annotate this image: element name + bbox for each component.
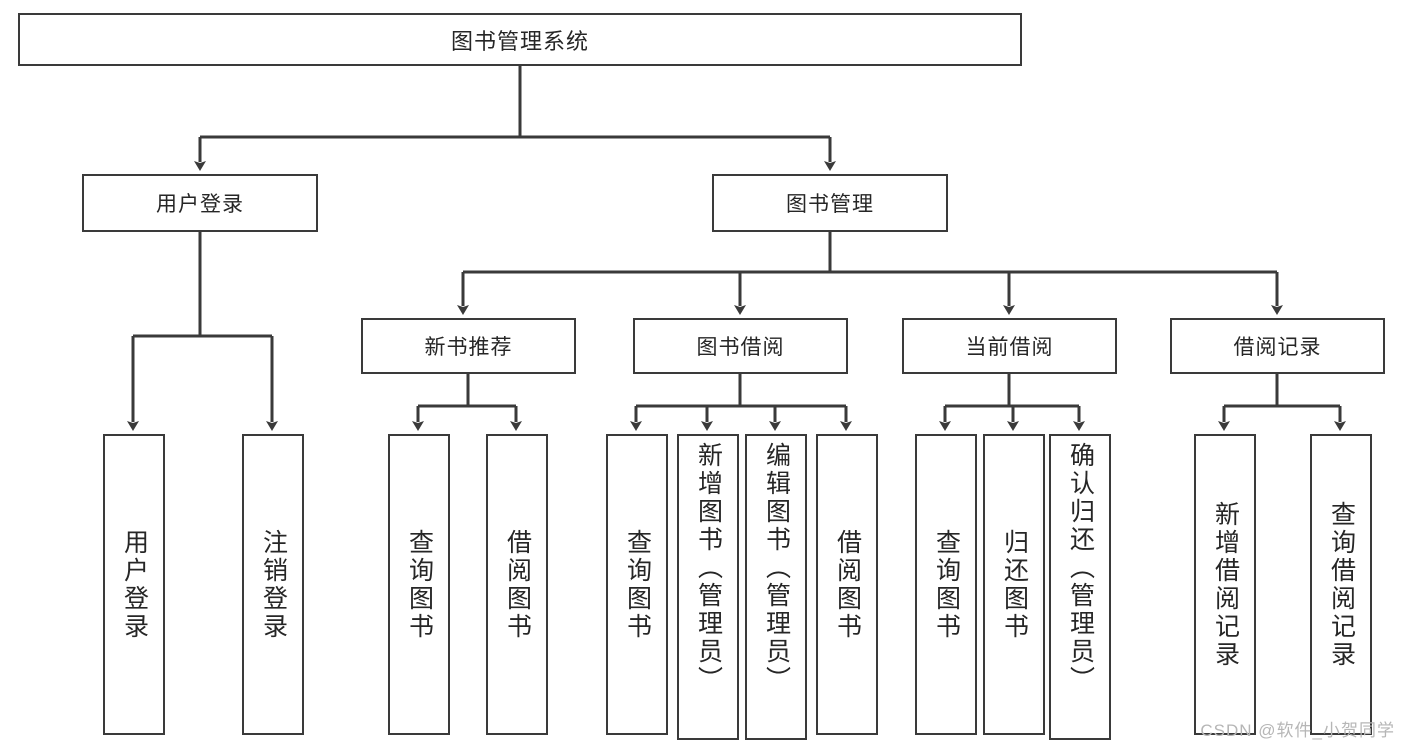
node-root-system[interactable]: 图书管理系统 [18,13,1022,66]
leaf-record-add-record[interactable]: 新增借阅记录 [1194,434,1256,735]
leaf-user-login-do-login[interactable]: 用户登录 [103,434,165,735]
leaf-recommend-query-book[interactable]: 查询图书 [388,434,450,735]
node-user-login[interactable]: 用户登录 [82,174,318,232]
node-current-borrow[interactable]: 当前借阅 [902,318,1117,374]
leaf-borrow-add-book-admin[interactable]: 新增图书（管理员） [677,434,739,740]
leaf-borrow-query-book[interactable]: 查询图书 [606,434,668,735]
leaf-current-return-book[interactable]: 归还图书 [983,434,1045,735]
leaf-record-query-record[interactable]: 查询借阅记录 [1310,434,1372,735]
node-book-management[interactable]: 图书管理 [712,174,948,232]
leaf-borrow-edit-book-admin[interactable]: 编辑图书（管理员） [745,434,807,740]
leaf-borrow-borrow-book[interactable]: 借阅图书 [816,434,878,735]
leaf-current-confirm-return-admin[interactable]: 确认归还（管理员） [1049,434,1111,740]
leaf-recommend-borrow-book[interactable]: 借阅图书 [486,434,548,735]
leaf-current-query-book[interactable]: 查询图书 [915,434,977,735]
node-borrow-record[interactable]: 借阅记录 [1170,318,1385,374]
leaf-user-login-logout[interactable]: 注销登录 [242,434,304,735]
node-new-book-recommend[interactable]: 新书推荐 [361,318,576,374]
csdn-watermark: CSDN @软件_小贺同学 [1200,721,1395,740]
node-book-borrow[interactable]: 图书借阅 [633,318,848,374]
